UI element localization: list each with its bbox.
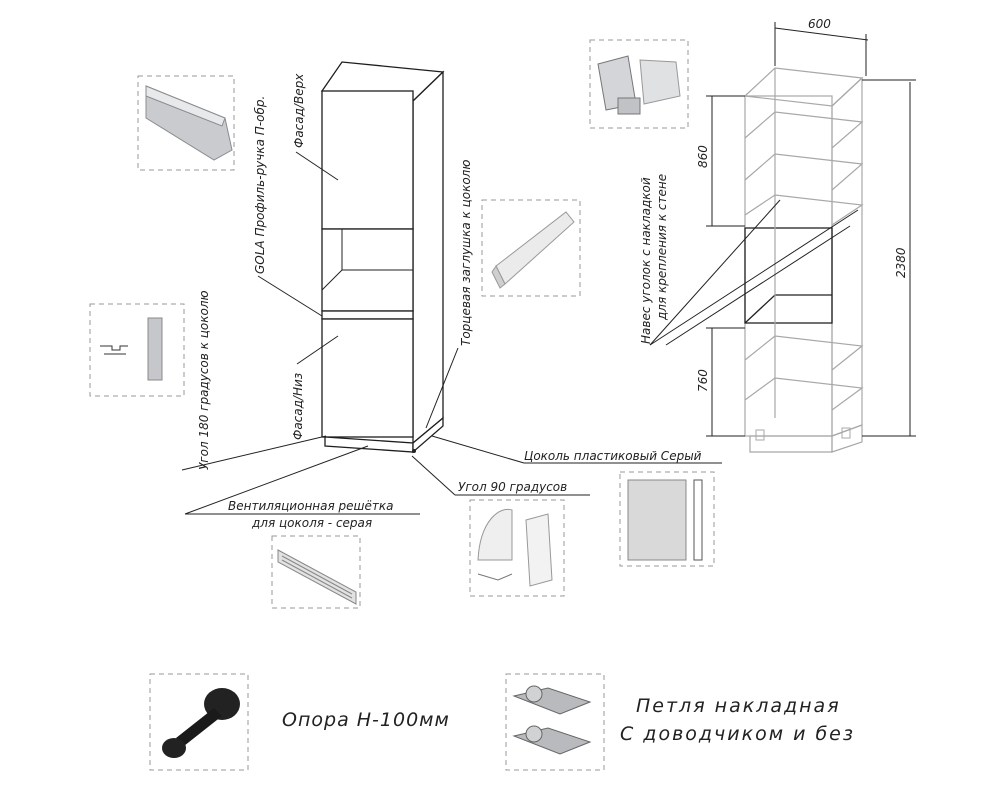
facade-top-panel (321, 90, 414, 230)
vent-grille-icon (271, 535, 361, 609)
facade-bottom-panel (321, 318, 414, 438)
label-facade-top: Фасад/Верх (292, 73, 306, 148)
label-gola-profile: GOLA Профиль-ручка П-обр. (253, 96, 267, 274)
label-vent-grille-2: для цоколя - серая (251, 516, 372, 530)
dim-width: 600 (808, 17, 831, 31)
corner-180-icon (89, 303, 185, 397)
label-support: Опора Н-100мм (282, 709, 450, 731)
label-hinge-2: С доводчиком и без (620, 723, 855, 745)
hinge-icon (505, 673, 605, 771)
corner-90-icon (469, 499, 565, 597)
plinth-profile-icon (619, 471, 715, 567)
label-hanger-1: Навес уголок с накладкой (639, 177, 653, 344)
support-leg-icon (149, 673, 249, 771)
dimension-lines: 600 2380 860 760 (696, 17, 916, 437)
dim-upper: 860 (696, 145, 710, 168)
label-corner-90: Угол 90 градусов (458, 480, 567, 494)
hanger-bracket-icon (589, 39, 689, 129)
leader-lines (181, 151, 859, 515)
label-hinge-1: Петля накладная (636, 695, 841, 717)
cabinet-front-view (320, 61, 445, 454)
label-plinth: Цоколь пластиковый Серый (524, 449, 702, 463)
dim-lower: 760 (696, 369, 710, 392)
gola-rail (321, 310, 414, 320)
label-end-cap: Торцевая заглушка к цоколю (459, 160, 473, 346)
label-facade-bottom: Фасад/Низ (291, 373, 305, 440)
label-vent-grille-1: Вентиляционная решётка (228, 499, 393, 513)
end-cap-icon (481, 199, 581, 297)
dim-height: 2380 (894, 247, 908, 278)
gola-profile-icon (137, 75, 235, 171)
label-hanger-2: для крепления к стене (655, 174, 669, 321)
cabinet-wireframe-view (743, 67, 864, 453)
label-corner-180: Угол 180 градусов к цоколю (197, 290, 211, 470)
